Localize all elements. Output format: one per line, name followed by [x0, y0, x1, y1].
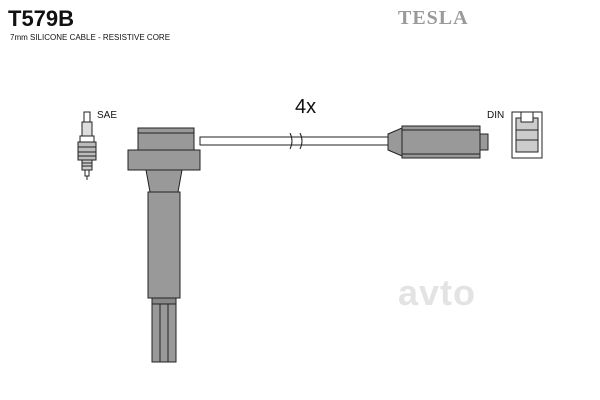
cable: [199, 132, 391, 150]
coil-boot-connector: [127, 127, 201, 363]
quantity-label: 4x: [295, 96, 317, 118]
watermark: avto: [398, 272, 477, 313]
cable-description: 7mm SILICONE CABLE - RESISTIVE CORE: [10, 33, 171, 42]
part-number: T579B: [8, 6, 75, 31]
brand-logo: TESLA: [398, 7, 469, 29]
spark-plug-icon: [77, 111, 97, 180]
plug-boot-connector: [387, 125, 489, 159]
din-terminal-icon: [511, 111, 543, 159]
sae-label: SAE: [97, 110, 118, 121]
din-label: DIN: [487, 110, 505, 121]
